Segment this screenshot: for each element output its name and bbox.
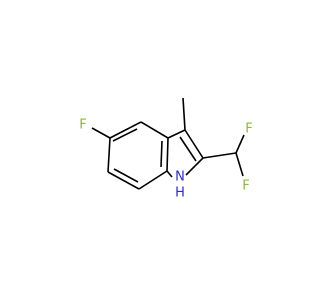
bond-c2-chf2 — [202, 152, 237, 159]
fluorine-atom-label-ring: F — [79, 118, 86, 133]
bond-c3-c2 — [184, 129, 204, 159]
fluorine-atom-label-bottom: F — [242, 179, 249, 194]
bond-c3a-c4 — [140, 121, 169, 139]
fluorine-atom-label-top: F — [245, 122, 252, 137]
molecule-structure-canvas: F F F N H — [79, 97, 253, 201]
hydrogen-on-nitrogen-label: H — [175, 186, 185, 201]
bond-c7a-c3a-inner — [160, 140, 163, 168]
bond-c5-f — [91, 127, 111, 139]
bond-c2-n1 — [185, 157, 204, 176]
bond-chf2-f-top — [235, 134, 245, 154]
bond-c3a-c3 — [167, 129, 186, 139]
bond-c6-c7-inner — [113, 168, 139, 183]
bond-c6-c7 — [107, 171, 140, 190]
bond-c4-c5-inner — [112, 128, 138, 142]
bond-c3-c2-inner — [179, 136, 197, 162]
bond-c3-methyl — [182, 97, 186, 131]
bond-c5-c6 — [107, 137, 111, 173]
molecule-svg: F F F N H — [79, 97, 253, 201]
bond-chf2-f-bottom — [235, 152, 244, 177]
bond-n1-c7a — [166, 170, 173, 178]
nitrogen-atom-label: N — [175, 170, 185, 185]
bond-c7-c7a — [138, 170, 168, 190]
bond-c4-c5 — [109, 121, 142, 139]
bond-c7a-c3a — [166, 137, 169, 172]
